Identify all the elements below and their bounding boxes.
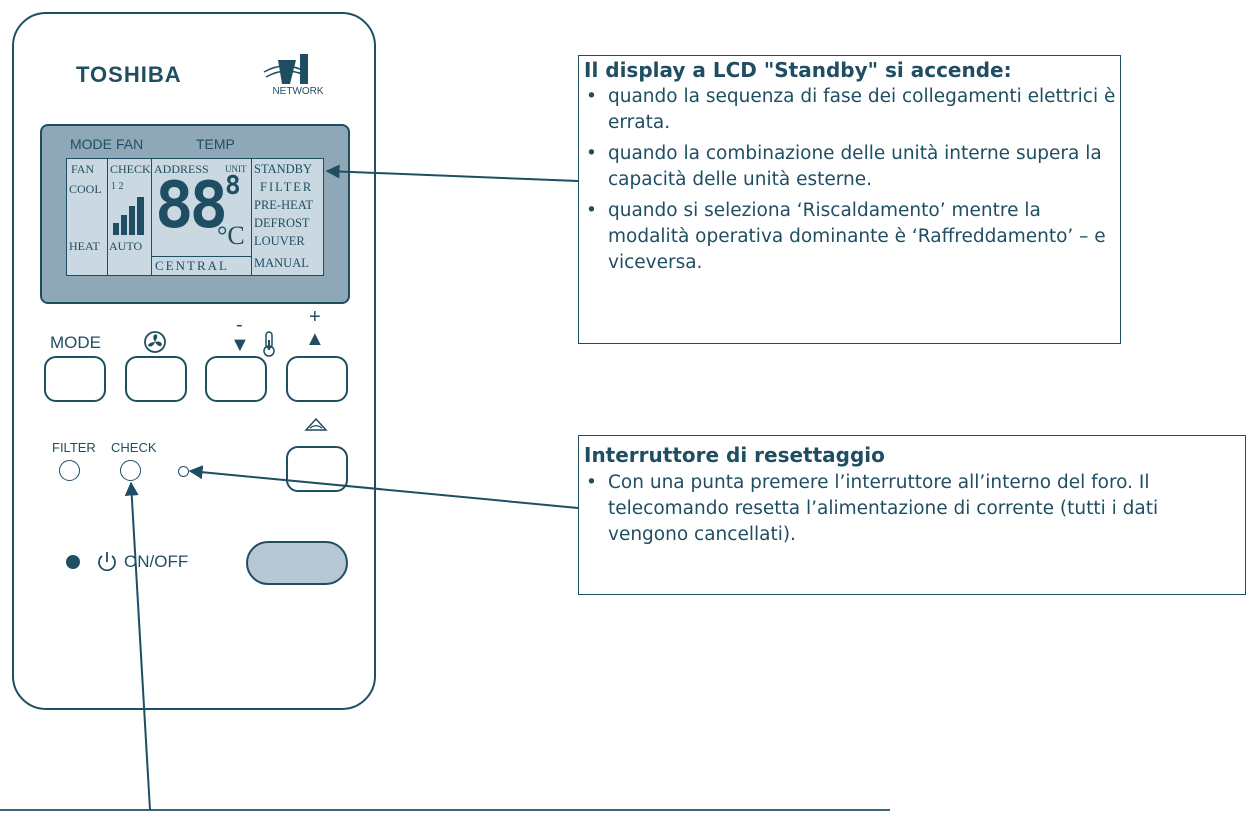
lcd-celsius: °C [217, 221, 245, 250]
fan-button[interactable] [125, 356, 187, 402]
reset-leader-line [188, 465, 579, 509]
lcd-preheat: PRE-HEAT [254, 198, 314, 212]
thermometer-icon [263, 331, 275, 357]
temp-up-button[interactable] [286, 356, 348, 402]
ai-network-logo: NETWORK [256, 50, 340, 97]
lcd-manual: MANUAL [254, 256, 309, 270]
plus-label: + [309, 306, 321, 328]
lcd-standby: STANDBY [254, 162, 313, 176]
reset-callout-title: Interruttore di resettaggio [584, 443, 885, 467]
logo-network-text: NETWORK [272, 86, 323, 96]
louver-button[interactable] [286, 446, 348, 492]
reset-bullet-1: Con una punta premere l’interruttore all… [584, 470, 1239, 548]
lcd-address: ADDRESS [154, 162, 209, 176]
check-leader-line [124, 481, 151, 811]
up-arrow-icon: ▲ [305, 328, 325, 350]
check-label: CHECK [111, 440, 157, 455]
temp-down-button[interactable] [205, 356, 267, 402]
signal-bars-icon [113, 197, 144, 235]
standby-callout-list: quando la sequenza di fase dei collegame… [584, 84, 1116, 276]
power-led [66, 555, 80, 569]
brand-logo: TOSHIBA [76, 62, 182, 87]
lcd-fan: FAN [71, 162, 95, 176]
fan-icon [144, 331, 166, 353]
lcd-label-fan: FAN [116, 136, 144, 152]
mode-label: MODE [50, 333, 101, 352]
lcd-central: CENTRAL [155, 258, 229, 273]
standby-bullet-2: quando la combinazione delle unità inter… [584, 141, 1116, 193]
filter-label: FILTER [52, 440, 96, 455]
standby-leader-line [325, 164, 579, 182]
lcd-heat: HEAT [69, 239, 100, 253]
lcd-louver: LOUVER [254, 234, 305, 248]
check-button[interactable] [120, 460, 141, 481]
onoff-button[interactable] [246, 541, 348, 585]
mode-button[interactable] [44, 356, 106, 402]
standby-bullet-3: quando si seleziona ‘Riscaldamento’ ment… [584, 198, 1116, 276]
onoff-label: ON/OFF [124, 552, 189, 571]
louver-icon [304, 417, 328, 431]
lcd-temperature-digits: 88 [155, 169, 228, 243]
lcd-label-temp: TEMP [196, 136, 235, 152]
lcd-unit: UNIT [225, 164, 247, 174]
filter-button[interactable] [59, 460, 80, 481]
lcd-check: CHECK [110, 162, 151, 176]
minus-label: - [236, 314, 243, 336]
lcd-defrost: DEFROST [254, 216, 310, 230]
standby-bullet-1: quando la sequenza di fase dei collegame… [584, 84, 1116, 136]
lcd-small-digit: 8 [225, 171, 241, 201]
lcd-cool: COOL [69, 182, 102, 196]
reset-hole[interactable] [178, 466, 189, 477]
reset-callout-list: Con una punta premere l’interruttore all… [584, 470, 1239, 548]
lcd-check-numbers: 1 2 [111, 181, 124, 192]
lcd-label-mode: MODE [70, 136, 112, 152]
lcd-auto: AUTO [109, 239, 143, 253]
lcd-filter: FILTER [260, 180, 314, 194]
down-arrow-icon: ▼ [230, 334, 250, 356]
standby-callout-title: Il display a LCD "Standby" si accende: [584, 58, 1012, 82]
power-icon [98, 552, 116, 572]
lcd-segment-panel: FAN COOL HEAT CHECK 1 2 AUTO ADDRESS UNI… [66, 158, 324, 276]
